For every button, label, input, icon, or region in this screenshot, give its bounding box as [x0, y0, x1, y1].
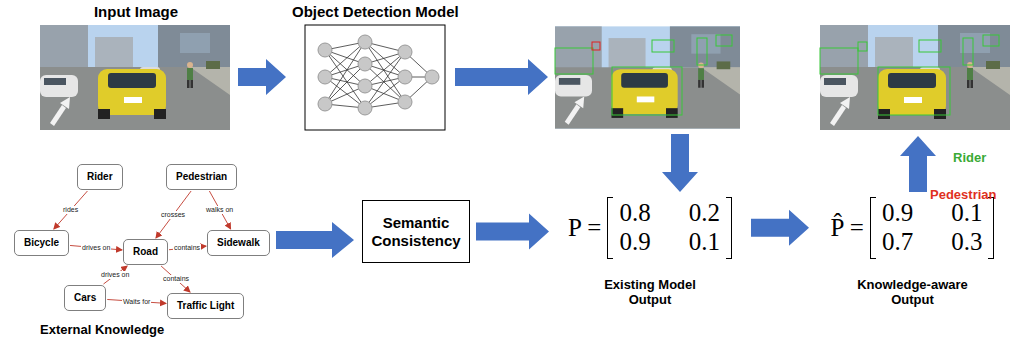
matrix-row: P̂ = 0.9 0.1 0.7 0.3	[815, 197, 1010, 259]
matrix-value: 0.1	[951, 199, 982, 228]
matrix-value: 0.1	[689, 228, 720, 257]
net-neuron	[358, 101, 372, 115]
relation-arrow	[161, 266, 190, 292]
concept-name: Cars	[74, 292, 96, 303]
panel-heading: Input Image	[40, 3, 232, 20]
relation-label: crosses	[160, 211, 186, 219]
relation-label: drives on	[100, 271, 130, 279]
matrix-symbol: P̂ =	[831, 214, 864, 242]
matrix-output: P̂ = 0.9 0.1 0.7 0.3Knowledge-aware Output	[815, 197, 1010, 308]
concept-name: Sidewalk	[217, 237, 260, 248]
matrix: 0.9 0.1 0.7 0.3	[870, 197, 995, 259]
output-boxes	[820, 35, 999, 115]
net-neuron	[358, 35, 372, 49]
concept-box: Cars	[64, 285, 106, 311]
matrix-cells: 0.9 0.1 0.7 0.3	[876, 197, 989, 259]
matrix-caption: Knowledge-aware Output	[850, 277, 975, 308]
net-neuron	[398, 45, 412, 59]
matrix-symbol: P =	[568, 214, 601, 242]
concept-name: Rider	[87, 171, 113, 182]
relation-arrow	[54, 191, 88, 229]
matrix-value: 0.2	[689, 199, 720, 228]
relation-label: contains	[173, 244, 201, 252]
matrix-value: 0.7	[882, 228, 913, 257]
flow-arrow	[476, 214, 549, 250]
net-neuron	[318, 43, 332, 57]
relation-label: walks on	[205, 206, 234, 214]
relation-label: contains	[162, 275, 190, 283]
matrix-value: 0.9	[619, 228, 650, 257]
concept-box: Rider	[77, 164, 123, 190]
concept-name: Pedestrian	[176, 171, 227, 182]
net-neuron	[358, 79, 372, 93]
net-neuron	[425, 70, 439, 84]
input-image	[40, 25, 230, 130]
matrix-bracket	[870, 197, 876, 259]
relation-label: rides	[62, 206, 79, 214]
matrix-value: 0.9	[882, 199, 913, 228]
matrix-output: P = 0.8 0.2 0.9 0.1Existing Model Output	[555, 197, 745, 308]
concept-name: Traffic Light	[177, 300, 234, 311]
concept-box: Sidewalk	[207, 230, 270, 256]
model-box	[305, 25, 445, 130]
text-label: Rider	[953, 150, 986, 165]
flow-arrow	[238, 59, 286, 95]
concept-box: Road	[123, 239, 168, 265]
concept-box: Bicycle	[14, 230, 69, 256]
process-name: Semantic Consistency	[369, 214, 463, 250]
image-panel: Input Image	[40, 3, 232, 130]
flow-arrow	[751, 210, 809, 246]
net-neuron	[358, 57, 372, 71]
net-neuron	[318, 70, 332, 84]
image-panel: Object Detection Model	[292, 3, 452, 130]
matrix-bracket	[726, 197, 732, 259]
matrix-bracket	[988, 197, 994, 259]
process-box: Semantic Consistency	[362, 200, 470, 263]
relation-label: Waits for	[122, 298, 151, 306]
matrix-caption: Existing Model Output	[594, 277, 706, 308]
matrix-value: 0.8	[619, 199, 650, 228]
net-neuron	[398, 70, 412, 84]
matrix-cells: 0.8 0.2 0.9 0.1	[613, 197, 726, 259]
concept-name: Road	[133, 246, 158, 257]
net-neuron	[318, 97, 332, 111]
relation-arrow	[156, 191, 191, 238]
matrix-value: 0.3	[951, 228, 982, 257]
neural-network	[318, 35, 439, 115]
concept-name: Bicycle	[24, 237, 59, 248]
detection-box-red	[592, 42, 600, 50]
matrix-bracket	[607, 197, 613, 259]
detection-boxes	[555, 35, 732, 115]
text-label: External Knowledge	[40, 322, 164, 337]
text-label: Pedestrian	[930, 187, 996, 202]
net-neuron	[398, 95, 412, 109]
matrix: 0.8 0.2 0.9 0.1	[607, 197, 732, 259]
panel-heading: Object Detection Model	[292, 3, 452, 20]
relation-label: drives on	[81, 244, 111, 252]
concept-box: Pedestrian	[166, 164, 237, 190]
output-image	[820, 25, 1010, 130]
concept-box: Traffic Light	[167, 293, 244, 319]
matrix-row: P = 0.8 0.2 0.9 0.1	[555, 197, 745, 259]
detection-image	[555, 26, 740, 128]
